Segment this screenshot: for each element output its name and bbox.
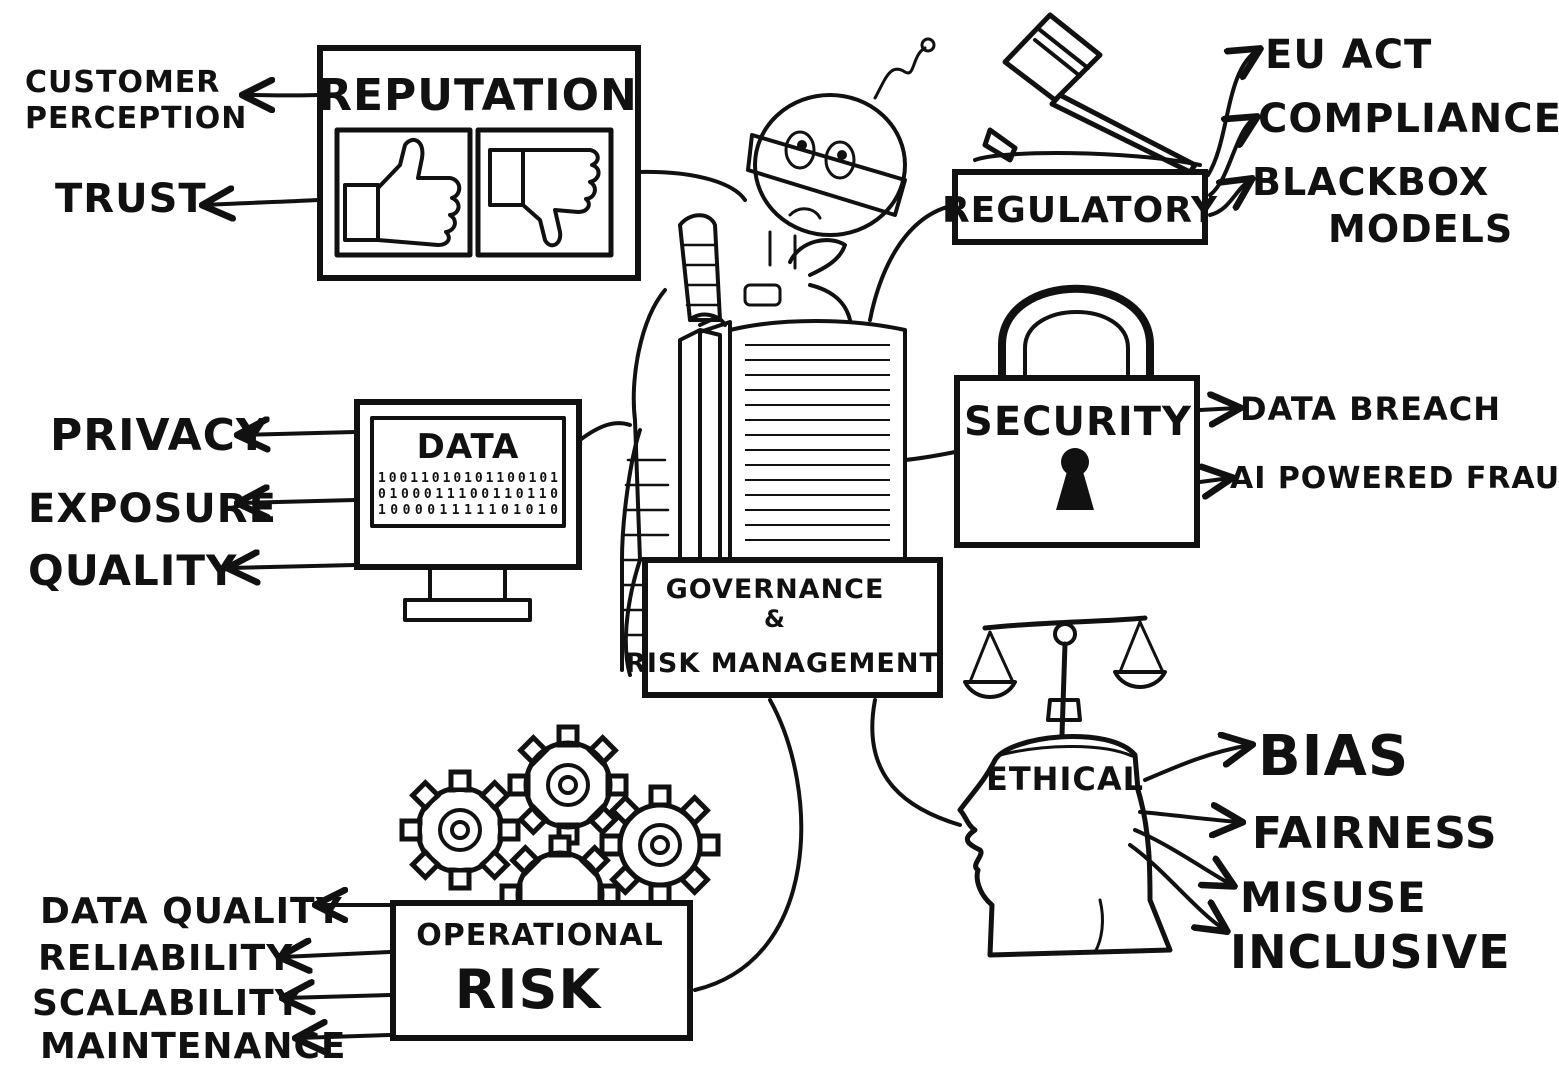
arrow-data-breach xyxy=(1198,408,1238,410)
governance-frame xyxy=(642,557,943,698)
data-item-1: PRIVACY xyxy=(50,410,269,461)
connectors xyxy=(578,169,962,992)
data-title: DATA xyxy=(417,427,520,467)
robot-icon xyxy=(620,37,936,677)
reputation-group: REPUTATION CUSTOMER PERCEPTION TRUST xyxy=(25,45,641,281)
operational-item-2: RELIABILITY xyxy=(38,938,293,979)
security-title: SECURITY xyxy=(964,399,1192,445)
arrow-bias xyxy=(1143,745,1250,782)
ethical-item-3: MISUSE xyxy=(1240,873,1427,922)
data-binary-3: 100001111101010 xyxy=(378,503,558,518)
data-group: DATA 10011010101100101 0100011100110110 … xyxy=(28,399,582,622)
governance-line3: RISK MANAGEMENT xyxy=(625,648,939,679)
arrow-fairness xyxy=(1138,812,1240,822)
connector-security xyxy=(903,450,957,462)
arrow-misuse xyxy=(1133,828,1232,885)
regulatory-item-2: COMPLIANCE xyxy=(1258,96,1559,142)
reputation-item-1: CUSTOMER xyxy=(25,65,220,100)
regulatory-item-3: BLACKBOX xyxy=(1252,160,1489,204)
connector-operational xyxy=(693,698,804,992)
ethical-item-2: FAIRNESS xyxy=(1252,808,1498,859)
regulatory-group: REGULATORY EU ACT COMPLIANCE BLACKBOX MO… xyxy=(942,12,1559,251)
regulatory-item-1: EU ACT xyxy=(1265,32,1432,78)
ethical-title: ETHICAL xyxy=(986,760,1144,798)
scales-icon xyxy=(963,615,1167,738)
arrow-maintenance xyxy=(298,1035,392,1038)
data-item-2: EXPOSURE xyxy=(28,486,277,532)
thumb-down-panel xyxy=(475,127,614,258)
reputation-title: REPUTATION xyxy=(318,70,638,121)
arrow-exposure xyxy=(240,500,357,503)
reputation-item-2: PERCEPTION xyxy=(25,101,247,136)
connector-regulatory xyxy=(868,203,957,322)
operational-item-3: SCALABILITY xyxy=(32,983,302,1024)
operational-title-2: RISK xyxy=(455,958,603,1021)
arrow-compliance xyxy=(1208,118,1255,197)
papers-icon xyxy=(678,312,907,567)
ethical-item-1: BIAS xyxy=(1258,724,1409,789)
arrow-eu-act xyxy=(1206,50,1258,177)
regulatory-frame xyxy=(952,169,1208,245)
monitor-frame xyxy=(354,399,582,570)
ethical-item-4: INCLUSIVE xyxy=(1230,925,1511,979)
data-binary-1: 10011010101100101 xyxy=(378,471,558,486)
governance-line1: GOVERNANCE xyxy=(666,574,885,605)
gavel-icon xyxy=(973,12,1202,175)
arrow-blackbox xyxy=(1208,180,1250,217)
arrow-reliability xyxy=(282,952,392,957)
regulatory-title: REGULATORY xyxy=(942,190,1218,231)
reputation-item-3: TRUST xyxy=(55,176,207,222)
operational-group: OPERATIONAL RISK DATA QUALITY RELIABILIT… xyxy=(32,724,721,1067)
operational-title-1: OPERATIONAL xyxy=(416,918,664,953)
arrow-quality xyxy=(230,565,357,568)
connector-ethical xyxy=(870,698,962,827)
thumb-up-panel xyxy=(334,127,473,258)
security-item-1: DATA BREACH xyxy=(1240,390,1501,428)
thumbs-down-icon xyxy=(488,148,601,248)
governance-line2: & xyxy=(764,605,786,633)
operational-item-1: DATA QUALITY xyxy=(40,891,343,932)
connector-reputation xyxy=(633,169,747,202)
arrow-ai-fraud xyxy=(1200,478,1230,482)
arrow-scalability xyxy=(285,995,392,998)
monitor-icon xyxy=(354,399,582,622)
operational-frame xyxy=(390,900,693,1041)
arrow-inclusive xyxy=(1128,843,1225,930)
regulatory-item-4: MODELS xyxy=(1328,207,1513,251)
security-item-2: AI POWERED FRAUD xyxy=(1230,461,1559,496)
arrow-trust xyxy=(205,200,320,205)
gears-icon xyxy=(399,724,721,940)
operational-item-4: MAINTENANCE xyxy=(40,1026,347,1067)
keyhole-icon xyxy=(1056,448,1094,510)
governance-box: GOVERNANCE & RISK MANAGEMENT xyxy=(625,557,943,698)
security-group: SECURITY DATA BREACH AI POWERED FRAUD xyxy=(954,284,1559,548)
head-icon xyxy=(957,734,1173,958)
thumbs-up-icon xyxy=(343,137,462,247)
ethical-group: ETHICAL BIAS FAIRNESS MISUSE INCLUSIVE xyxy=(957,615,1511,979)
arrow-privacy xyxy=(240,432,357,435)
connector-data xyxy=(578,421,632,442)
data-item-3: QUALITY xyxy=(28,546,237,595)
